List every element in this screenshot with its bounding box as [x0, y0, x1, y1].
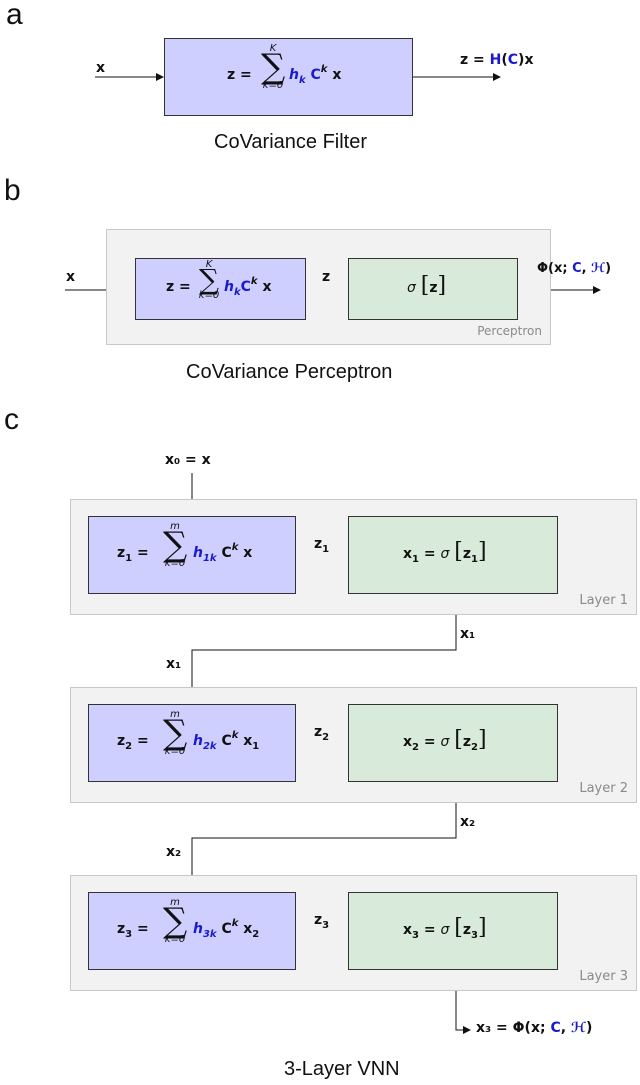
layer-3-z-signal: z3	[314, 912, 330, 931]
mid-signal-z: z	[322, 269, 331, 285]
panel-letter-c: c	[4, 403, 19, 436]
panel-letter-b: b	[4, 174, 21, 207]
filter-terms: hk Ck x	[289, 64, 342, 86]
caption-a: CoVariance Filter	[214, 131, 368, 153]
layer-3-filter-box: z3 = m ∑ k=0 h3k Ck x2	[88, 892, 296, 970]
perceptron-filter-terms: hkCk x	[224, 276, 272, 298]
vnn-input-label: x₀ = x	[165, 452, 211, 468]
inter-2-out-label: x₂	[460, 814, 476, 830]
input-x-label: x	[96, 60, 106, 76]
summation-b: K ∑ k=0	[198, 259, 220, 301]
layer-2-z-signal: z2	[314, 724, 330, 743]
caption-b: CoVariance Perceptron	[186, 361, 393, 383]
layer-1-terms: h1k Ck x	[193, 542, 253, 564]
layer-1-z-signal: z1	[314, 536, 330, 555]
summation: K ∑ k=0	[261, 43, 286, 91]
layer-1-activation: x1 = σ [z1]	[403, 539, 487, 565]
layer-3-activation: x3 = σ [z3]	[403, 915, 487, 941]
layer-3-label: Layer 3	[579, 969, 628, 984]
perceptron-output-label: Φ(x; C, ℋ)	[537, 261, 612, 276]
vnn-output-label: x₃ = Φ(x; C, ℋ)	[476, 1020, 593, 1036]
inter-1-out-label: x₁	[460, 626, 476, 642]
layer-3-lhs: z3 =	[117, 921, 149, 940]
layer-2-activation-box: x2 = σ [z2]	[348, 704, 558, 782]
layer-3-summation: m ∑ k=0	[163, 897, 188, 945]
layer-3-terms: h3k Ck x2	[193, 918, 260, 940]
caption-c: 3-Layer VNN	[284, 1058, 400, 1080]
perceptron-filter-lhs: z =	[166, 279, 191, 295]
activation-equation: σ [z]	[407, 273, 447, 298]
activation-box: σ [z]	[348, 258, 518, 320]
layer-2-filter-box: z2 = m ∑ k=0 h2k Ck x1	[88, 704, 296, 782]
perceptron-label: Perceptron	[477, 324, 542, 338]
filter-output-label: z = H(C)x	[460, 52, 534, 68]
panel-letter-a: a	[6, 0, 23, 31]
layer-2-terms: h2k Ck x1	[193, 730, 260, 752]
inter-1-in-label: x₁	[166, 656, 182, 672]
layer-2-label: Layer 2	[579, 781, 628, 796]
layer-2-summation: m ∑ k=0	[163, 709, 188, 757]
layer-3-activation-box: x3 = σ [z3]	[348, 892, 558, 970]
layer-2-activation: x2 = σ [z2]	[403, 727, 487, 753]
layer-1-summation: m ∑ k=0	[163, 521, 188, 569]
layer-1-filter-box: z1 = m ∑ k=0 h1k Ck x	[88, 516, 296, 594]
layer-2-lhs: z2 =	[117, 733, 149, 752]
layer-1-label: Layer 1	[579, 593, 628, 608]
layer-1-lhs: z1 =	[117, 545, 149, 564]
perceptron-filter-box: z = K ∑ k=0 hkCk x	[135, 258, 306, 320]
filter-equation: z =	[227, 67, 252, 83]
layer-1-activation-box: x1 = σ [z1]	[348, 516, 558, 594]
inter-2-in-label: x₂	[166, 844, 182, 860]
covariance-filter-box: z = K ∑ k=0 hk Ck x	[164, 38, 413, 116]
input-x-label-b: x	[66, 269, 76, 285]
